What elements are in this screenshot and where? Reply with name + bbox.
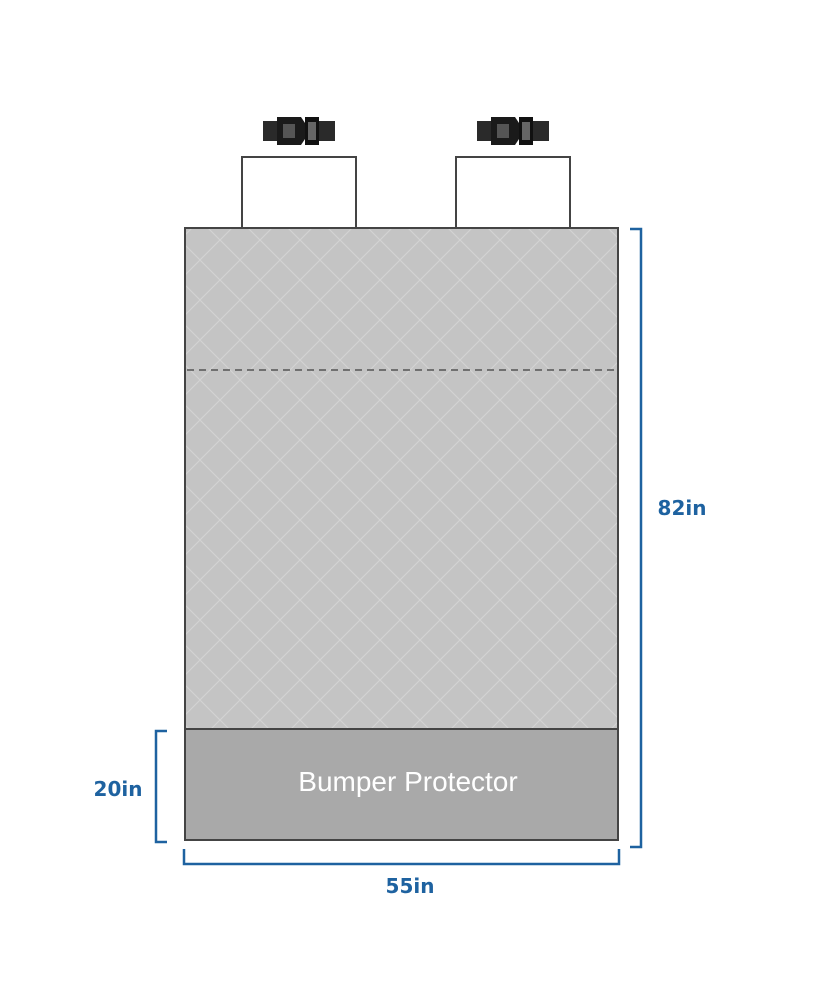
bumper-height-dimension-label: 20in <box>94 777 143 801</box>
bumper-height-dimension <box>154 729 167 844</box>
bumper-protector: Bumper Protector <box>184 728 619 841</box>
height-dimension-label: 82in <box>658 496 707 520</box>
width-dimension <box>182 849 621 866</box>
cargo-mat <box>184 227 619 730</box>
headrest-strap-left <box>241 156 357 229</box>
headrest-strap-right <box>455 156 571 229</box>
buckle-icon <box>263 117 335 145</box>
height-dimension <box>630 227 643 849</box>
width-dimension-label: 55in <box>386 874 435 898</box>
bumper-protector-label: Bumper Protector <box>298 766 517 797</box>
buckle-icon <box>477 117 549 145</box>
